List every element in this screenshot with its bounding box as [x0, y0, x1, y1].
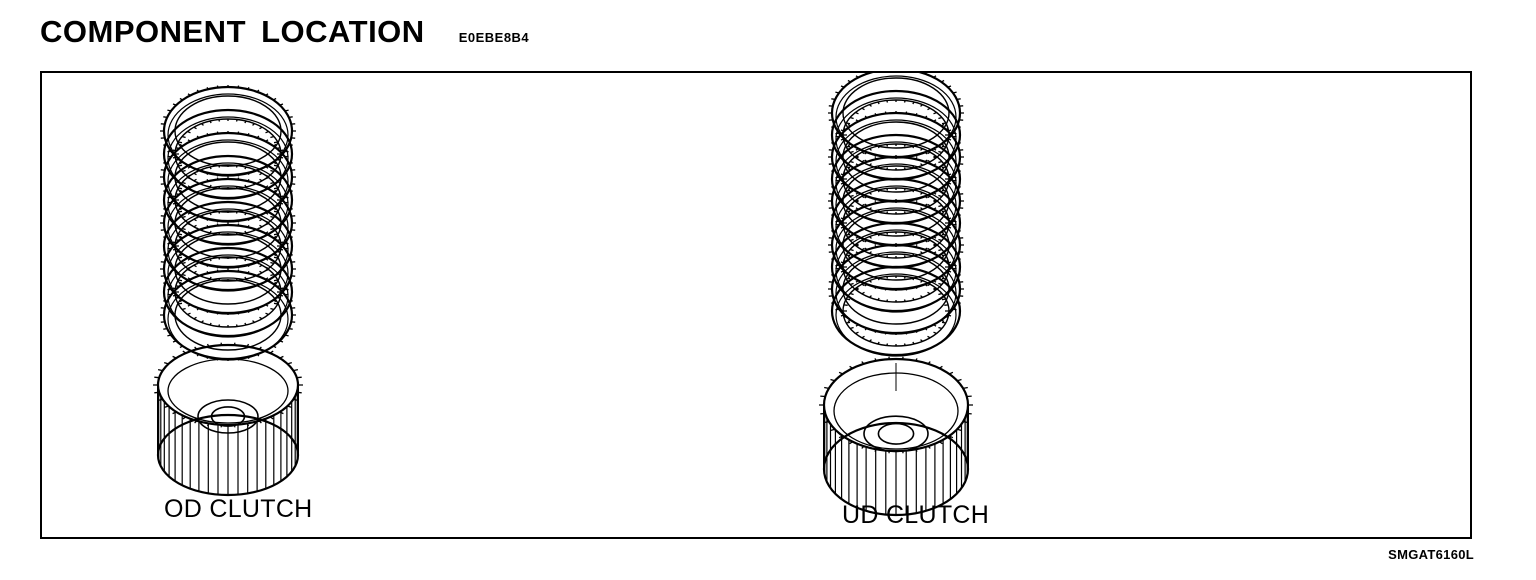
- figure-code: SMGAT6160L: [1388, 547, 1474, 562]
- od-clutch-disc-stack: [160, 85, 296, 361]
- page-title: COMPONENT LOCATION: [40, 14, 425, 49]
- diagram-frame: OD CLUTCH UD CLUTCH: [40, 71, 1472, 539]
- od-clutch-retainer: [153, 342, 303, 497]
- section-code: E0EBE8B4: [458, 30, 530, 45]
- clutch-illustration: [153, 73, 973, 517]
- ud-clutch-retainer: [819, 356, 973, 517]
- page-header: COMPONENT LOCATION E0EBE8B4: [40, 14, 529, 50]
- ud-clutch-disc-stack: [828, 73, 964, 391]
- od-clutch-label: OD CLUTCH: [164, 495, 313, 523]
- ud-clutch-label: UD CLUTCH: [842, 501, 990, 529]
